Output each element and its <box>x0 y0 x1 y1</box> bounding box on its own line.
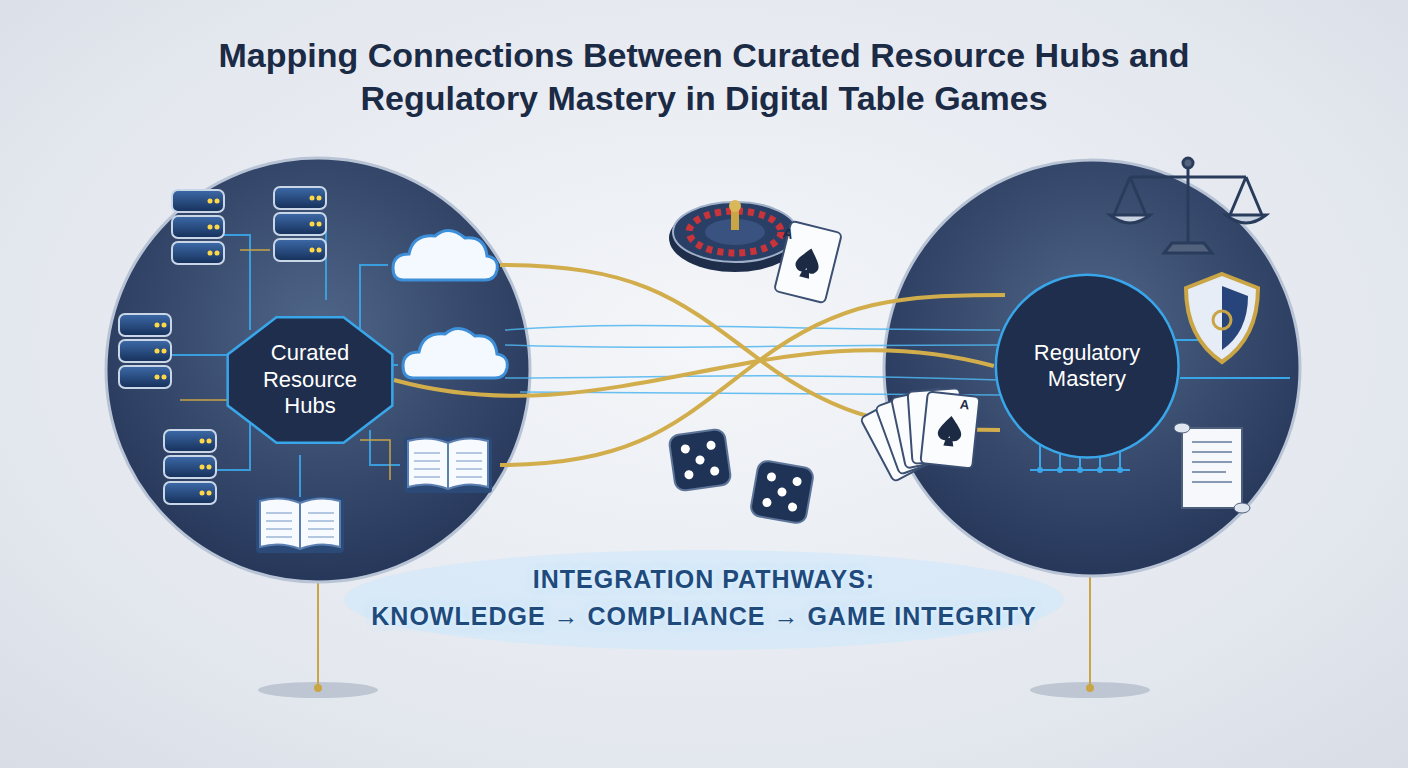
mastery-circle: Regulatory Mastery <box>994 273 1180 459</box>
title: Mapping Connections Between Curated Reso… <box>199 34 1209 119</box>
hub-octagon: Curated Resource Hubs <box>226 316 394 444</box>
section-heading: INTEGRATION PATHWAYS: <box>304 565 1104 594</box>
gold-connector <box>394 350 994 396</box>
node-label: Curated Resource Hubs <box>254 340 366 419</box>
node-label: Regulatory Mastery <box>1027 340 1147 393</box>
node-text-group: Curated Resource Hubs <box>254 340 366 419</box>
node-text-group: Regulatory Mastery <box>1027 340 1147 393</box>
card-rank: A <box>959 397 970 413</box>
flow-text: KNOWLEDGE → COMPLIANCE → GAME INTEGRITY <box>204 602 1204 631</box>
